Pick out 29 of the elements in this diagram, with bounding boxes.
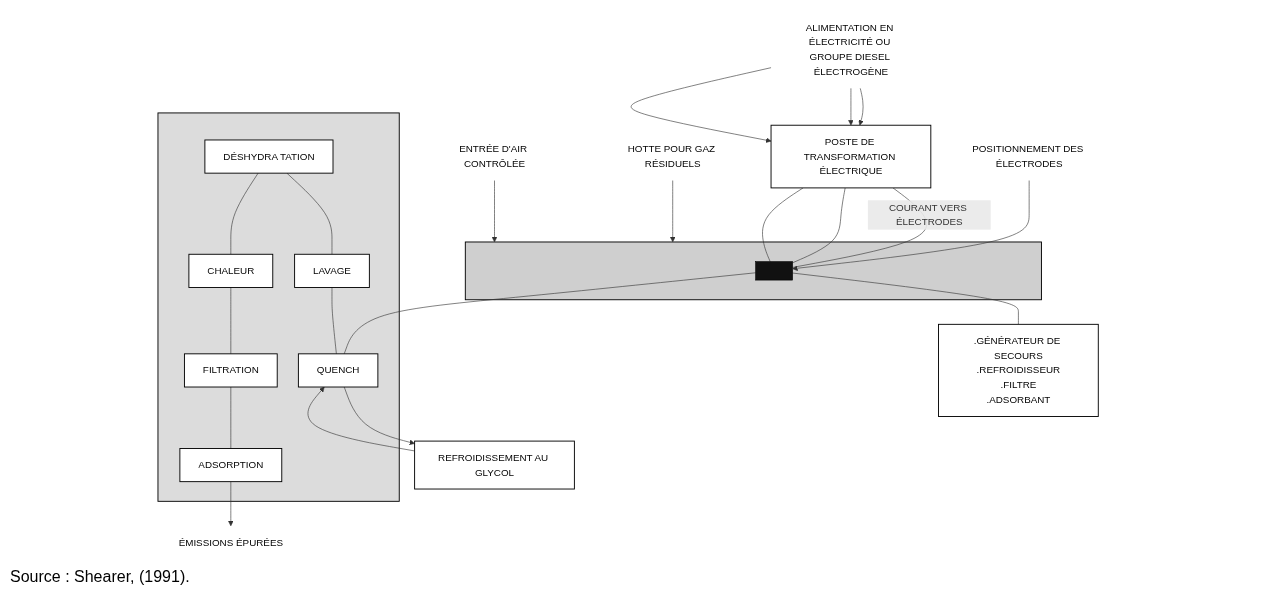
- connector: [230, 287, 232, 355]
- node-box: REFROIDISSEMENT AU GLYCOL: [414, 440, 575, 490]
- node-text: ÉMISSIONS ÉPURÉES: [178, 536, 284, 548]
- node-text: ENTRÉE D'AIR CONTRÔLÉE: [459, 143, 528, 169]
- connector: [230, 172, 259, 255]
- cluster: [157, 112, 400, 502]
- connector: [792, 187, 927, 268]
- connector: [792, 272, 1019, 325]
- node-box: .GÉNÉRATEUR DE SECOURS .REFROIDISSEUR .FILTRE .ADSORBANT: [938, 323, 1099, 417]
- node-box: [755, 261, 793, 281]
- node-box: QUENCH: [297, 353, 379, 388]
- node-box: ADSORPTION: [179, 448, 283, 483]
- node-box: CHALEUR: [188, 253, 274, 288]
- connector: [230, 386, 232, 449]
- node-text: ALIMENTATION EN ÉLECTRICITÉ OU GROUPE DIESEL ÉLECTROGÈNE: [805, 21, 894, 77]
- node-box: LAVAGE: [294, 253, 370, 288]
- connector: [343, 272, 756, 355]
- node-text: HOTTE POUR GAZ RÉSIDUELS: [627, 143, 716, 169]
- connector: [792, 187, 846, 264]
- node-text: POSITIONNEMENT DES ÉLECTRODES: [972, 143, 1084, 169]
- connector: [286, 172, 333, 255]
- node-box: POSTE DE TRANSFORMATION ÉLECTRIQUE: [770, 124, 932, 189]
- source-caption: Source : Shearer, (1991).: [10, 568, 191, 586]
- node-box: FILTRATION: [184, 353, 278, 388]
- connector: [331, 287, 337, 355]
- node-box: DÉSHYDRA TATION: [204, 139, 334, 174]
- edge-label: COURANT VERS ÉLECTRODES: [888, 202, 967, 228]
- cluster: [464, 241, 1042, 301]
- connector: [762, 187, 804, 262]
